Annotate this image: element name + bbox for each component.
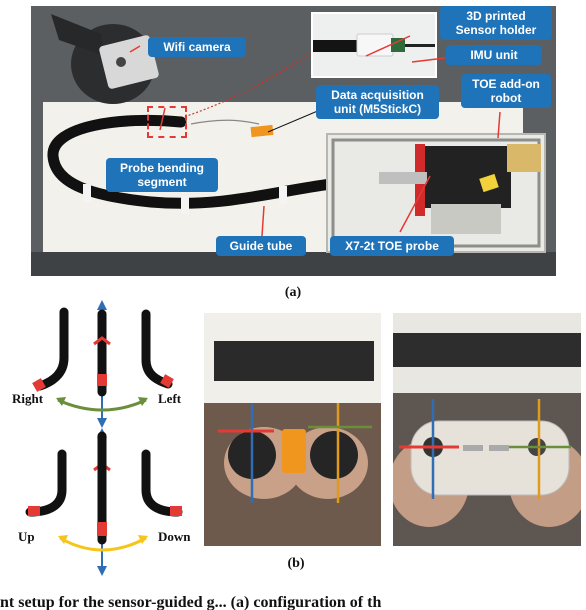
m5stickc-unit — [250, 124, 274, 138]
photo-joystick-scene — [204, 313, 381, 503]
callout-text: IMU unit — [470, 48, 518, 62]
leader-imu — [411, 57, 446, 63]
probe-tip-marker — [170, 506, 182, 516]
setup-scene — [47, 14, 546, 253]
probe-tip-marker — [97, 374, 107, 386]
gamepad-select — [463, 445, 483, 451]
callout-text: Sensor holder — [455, 23, 537, 37]
photo-joystick-m5 — [204, 313, 381, 546]
robot-motor-tape — [507, 144, 541, 172]
arc-arrowhead — [58, 535, 68, 544]
axis-arrowhead — [97, 566, 107, 576]
label-left: Left — [158, 391, 182, 406]
rotation-arrow-top — [93, 336, 111, 346]
axis-arrowhead — [97, 418, 107, 428]
tube-clip — [279, 186, 287, 204]
floor — [31, 252, 556, 276]
callout-text: 3D printed — [466, 9, 526, 23]
callout-text: Probe bending — [120, 161, 204, 175]
probe-tip-marker — [32, 378, 46, 392]
callout-text: Wifi camera — [163, 40, 231, 54]
gamepad-body — [410, 420, 570, 496]
figure-caption-cut: nt setup for the sensor-guided g... (a) … — [0, 594, 382, 610]
label-right: Right — [12, 391, 44, 406]
bending-segment-highlight — [147, 106, 187, 138]
sensor-inset — [311, 12, 437, 78]
photo-gamepad — [393, 313, 581, 546]
probe-right — [35, 307, 69, 391]
leader-guide-tube — [261, 205, 265, 237]
arc-right-left — [57, 398, 147, 412]
callout-text: TOE add-on — [472, 77, 540, 91]
monitor — [214, 341, 374, 381]
tube-clip — [83, 184, 91, 202]
callout-probe-bending: Probe bending segment — [106, 158, 218, 192]
probe-shaft — [379, 172, 427, 184]
tube-clip — [181, 196, 189, 214]
callout-text: Guide tube — [229, 239, 293, 253]
caption-a: (a) — [284, 285, 302, 300]
callout-wifi-camera: Wifi camera — [148, 37, 246, 57]
probe-left — [141, 309, 173, 389]
leader-bending — [159, 107, 166, 131]
camera-cable — [180, 35, 362, 119]
callout-data-acquisition: Data acquisition unit (M5StickC) — [316, 85, 439, 119]
callout-leaders — [129, 35, 501, 237]
label-down: Down — [158, 529, 191, 544]
gamepad-start — [489, 445, 509, 451]
callout-sensor-holder: 3D printed Sensor holder — [440, 6, 552, 40]
imu-wires — [405, 44, 435, 47]
probe-handle — [431, 204, 501, 234]
probe-tip-marker — [28, 506, 40, 516]
leader-probe — [399, 175, 431, 233]
monitor — [393, 333, 581, 367]
probe-down — [141, 449, 183, 517]
callout-text: Data acquisition — [331, 88, 424, 102]
arc-arrowhead — [56, 397, 66, 406]
callout-text: unit (M5StickC) — [333, 102, 422, 116]
leader-daq — [267, 109, 321, 133]
inset-scene — [313, 33, 435, 57]
probe-up — [25, 449, 67, 517]
callout-toe-robot: TOE add-on robot — [461, 74, 551, 108]
callout-toe-probe: X7-2t TOE probe — [330, 236, 454, 256]
caption-b: (b) — [287, 556, 305, 571]
label-up: Up — [18, 529, 35, 544]
probe-tip-marker — [160, 374, 174, 388]
callout-text: robot — [490, 91, 522, 105]
joystick-right — [310, 431, 358, 479]
wifi-camera-body — [99, 35, 159, 89]
arc-arrowhead — [138, 535, 148, 544]
imu-board — [391, 38, 405, 52]
callout-text: segment — [137, 175, 187, 189]
probe-tip-marker — [97, 522, 107, 536]
leader-robot — [497, 111, 501, 139]
camera-arm — [51, 14, 105, 56]
camera-lens — [116, 57, 126, 67]
yellow-sticker — [479, 173, 499, 193]
axis-arrowhead — [97, 300, 107, 310]
probe-tip — [313, 40, 359, 52]
arc-arrowhead — [138, 397, 148, 406]
callout-text: X7-2t TOE probe — [345, 239, 439, 253]
callout-imu-unit: IMU unit — [446, 45, 542, 65]
callout-guide-tube: Guide tube — [216, 236, 306, 256]
leader-camera — [129, 45, 141, 53]
arc-up-down — [59, 536, 147, 552]
leader-sensor-holder — [365, 35, 411, 57]
robot-gear-housing — [421, 146, 511, 208]
sensor-wire — [190, 119, 260, 125]
bending-diagram — [25, 300, 183, 576]
photo-gamepad-scene — [393, 313, 581, 527]
m5stickc-device — [282, 429, 306, 473]
